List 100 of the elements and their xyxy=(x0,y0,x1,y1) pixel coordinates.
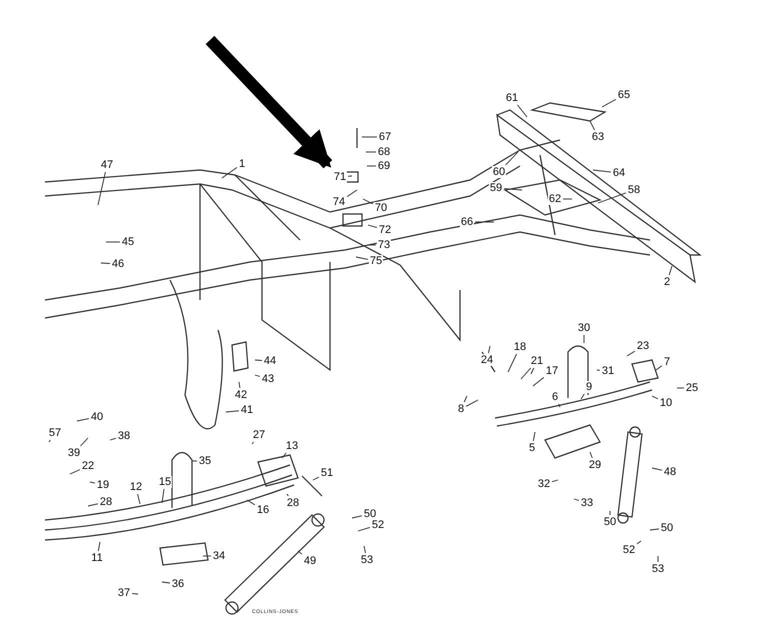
leader-line xyxy=(598,192,626,204)
callout-number: 2 xyxy=(662,276,672,288)
arrow xyxy=(206,36,332,168)
leader-line xyxy=(282,452,287,458)
leader-line xyxy=(110,438,116,440)
callout-number: 41 xyxy=(240,404,254,416)
leader-line xyxy=(362,198,374,204)
leader-line xyxy=(364,546,366,554)
callout-number: 38 xyxy=(116,430,132,442)
leader-line xyxy=(580,394,585,400)
callout-number: 44 xyxy=(262,355,278,367)
leader-line xyxy=(80,438,88,446)
callout-number: 52 xyxy=(370,519,386,531)
callout-number: 9 xyxy=(584,381,594,393)
leader-line xyxy=(466,400,478,407)
leader-line xyxy=(517,104,528,118)
leader-line xyxy=(562,198,572,200)
callout-number: 47 xyxy=(100,159,114,171)
callout-number: 62 xyxy=(548,193,562,205)
leader-line xyxy=(222,167,238,178)
leader-line xyxy=(352,515,362,518)
callout-number: 30 xyxy=(576,322,592,334)
callout-number: 51 xyxy=(320,467,334,479)
leader-line xyxy=(88,503,98,506)
callout-number: 12 xyxy=(128,481,144,493)
callout-number: 5 xyxy=(528,442,536,454)
leader-line xyxy=(530,368,534,374)
callout-number: 24 xyxy=(480,354,494,366)
leader-line xyxy=(226,410,240,412)
leader-line xyxy=(488,346,490,354)
leader-line xyxy=(505,152,518,166)
leader-line xyxy=(100,262,110,264)
callout-number: 1 xyxy=(238,158,246,170)
leader-line xyxy=(162,582,170,584)
leader-line xyxy=(574,498,580,501)
callout-number: 16 xyxy=(256,504,270,516)
callout-number: 36 xyxy=(170,578,186,590)
callout-number: 70 xyxy=(374,202,388,214)
callout-number: 68 xyxy=(376,146,392,158)
leader-line xyxy=(590,452,593,458)
leader-line xyxy=(348,176,352,177)
leader-line xyxy=(596,370,600,371)
callout-number: 28 xyxy=(98,496,114,508)
callout-number: 73 xyxy=(376,239,392,251)
callout-number: 6 xyxy=(550,391,560,403)
leader-line xyxy=(464,396,468,402)
callout-number: 8 xyxy=(456,403,466,415)
leader-line xyxy=(368,224,378,228)
leader-line xyxy=(312,476,320,480)
callout-number: 57 xyxy=(48,427,62,439)
callout-number: 69 xyxy=(376,160,392,172)
callout-number: 13 xyxy=(284,440,300,452)
callout-number: 50 xyxy=(602,516,618,528)
callout-number: 35 xyxy=(198,455,212,467)
leader-line xyxy=(246,500,256,506)
callout-number: 27 xyxy=(252,429,266,441)
callout-number: 65 xyxy=(616,89,632,101)
callout-number: 37 xyxy=(116,587,132,599)
leader-line xyxy=(590,120,595,130)
callout-number: 59 xyxy=(488,182,504,194)
callout-number: 46 xyxy=(110,258,126,270)
callout-number: 52 xyxy=(622,544,636,556)
leader-line xyxy=(238,382,240,388)
callout-number: 11 xyxy=(90,552,104,564)
callout-number: 22 xyxy=(80,460,96,472)
callout-number: 45 xyxy=(120,236,136,248)
callout-number: 71 xyxy=(332,171,348,183)
callout-number: 53 xyxy=(360,554,374,566)
callout-number: 25 xyxy=(684,382,700,394)
leader-line xyxy=(652,468,662,471)
callout-number: 50 xyxy=(362,508,378,520)
leader-line xyxy=(520,368,532,380)
callout-number: 74 xyxy=(332,196,346,208)
leader-line xyxy=(192,460,198,462)
callout-number: 75 xyxy=(368,255,384,267)
leader-line xyxy=(652,396,658,400)
leader-line xyxy=(137,494,140,504)
callout-number: 49 xyxy=(302,555,318,567)
leader-line xyxy=(76,418,90,422)
leader-line xyxy=(252,442,254,444)
callout-number: 61 xyxy=(504,92,520,104)
callout-number: 48 xyxy=(662,466,678,478)
leader-line xyxy=(48,440,51,442)
leader-line xyxy=(602,98,616,108)
callout-number: 67 xyxy=(378,131,392,143)
callout-number: 66 xyxy=(460,216,474,228)
callout-number: 64 xyxy=(612,167,626,179)
callout-number: 10 xyxy=(658,397,674,409)
callout-number: 31 xyxy=(600,365,616,377)
leader-line xyxy=(358,526,370,532)
leader-line xyxy=(626,350,636,356)
leader-line xyxy=(98,542,100,552)
leader-line xyxy=(132,593,138,594)
leader-line xyxy=(298,550,302,555)
callout-number: 72 xyxy=(378,224,392,236)
leader-line xyxy=(552,480,558,482)
callout-number: 28 xyxy=(286,497,300,509)
callout-number: 29 xyxy=(588,459,602,471)
callout-number: 53 xyxy=(650,563,666,575)
callout-number: 60 xyxy=(492,166,506,178)
